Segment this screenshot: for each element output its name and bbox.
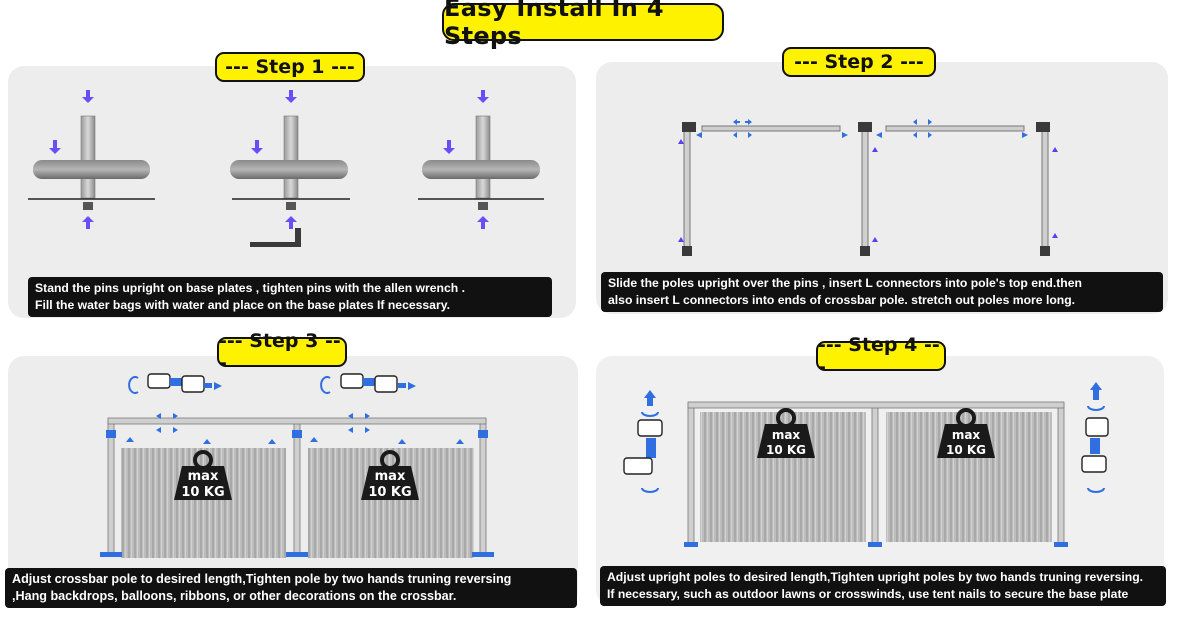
water-bag-icon [230,160,348,179]
weight-kg-text: 10 KG [946,443,986,457]
weight-icon: max 10 KG [757,408,815,458]
rotate-arrow-icon [641,411,659,417]
hand-icon [128,373,222,394]
hand-icon [320,373,416,394]
step-3-caption-line-2: ,Hang backdrops, balloons, ribbons, or o… [12,589,457,603]
down-arrow-icon [82,90,94,103]
weight-kg-text: 10 KG [181,485,224,500]
water-bag-icon [422,160,540,179]
step-2-caption-line-1: Slide the poles upright over the pins , … [608,276,1082,290]
weight-max-text: max [188,469,219,484]
step-1-caption: Stand the pins upright on base plates , … [28,277,552,317]
weight-kg-text: 10 KG [766,443,806,457]
step-1-panel [8,66,576,318]
step-3-panel: max 10 KG max 10 KG [8,356,578,608]
page-title: Easy Install In 4 Steps [442,0,724,50]
backdrop-curtain [308,448,474,558]
step-1-caption-line-2: Fill the water bags with water and place… [35,298,450,312]
weight-icon: max 10 KG [174,450,232,500]
water-bag-icon [33,160,150,179]
down-arrow-icon [443,140,455,154]
pin-assembly-3 [418,90,544,229]
pin-assembly-1 [28,90,155,229]
step-4-caption-line-1: Adjust upright poles to desired length,T… [607,570,1144,584]
step-3-caption: Adjust crossbar pole to desired length,T… [5,568,577,608]
double-arrow-icon [696,119,1028,138]
step-2-caption-line-2: also insert L connectors into ends of cr… [608,293,1076,307]
step-3-caption-line-1: Adjust crossbar pole to desired length,T… [12,572,512,586]
weight-icon: max 10 KG [361,450,419,500]
step-3-illustration: max 10 KG max 10 KG [100,373,494,558]
hand-icon [1081,382,1109,493]
allen-wrench-icon [250,228,301,247]
down-arrow-icon [477,90,489,103]
rotate-arrow-icon [320,376,331,394]
step-1-caption-line-1: Stand the pins upright on base plates , … [35,281,465,295]
up-arrow-icon [285,216,297,229]
pin-assembly-2 [230,90,350,247]
down-arrow-icon [49,140,61,154]
step-3-label: --- Step 3 --- [217,330,347,374]
rotate-arrow-icon [1087,405,1105,411]
step-4-caption-line-2: If necessary, such as outdoor lawns or c… [607,587,1129,601]
step-2-label: --- Step 2 --- [782,47,936,77]
rotate-arrow-icon [641,487,659,493]
weight-max-text: max [375,469,406,484]
weight-icon: max 10 KG [937,408,995,458]
step-4-illustration: max 10 KG max 10 KG [623,382,1109,547]
step-4-caption: Adjust upright poles to desired length,T… [600,566,1166,606]
up-arrow-icon [82,216,94,229]
step-4-label: --- Step 4 --- [816,334,946,378]
up-arrow-icon [477,216,489,229]
step-2-caption: Slide the poles upright over the pins , … [601,272,1163,312]
step-1-label: --- Step 1 --- [215,52,365,82]
rotate-arrow-icon [128,376,139,394]
double-arrow-icon [126,413,464,444]
step-1-illustration [28,90,544,247]
weight-max-text: max [772,428,801,442]
weight-kg-text: 10 KG [368,485,411,500]
up-arrow-icon [1090,382,1102,390]
hand-icon [623,390,663,493]
up-arrow-icon [678,139,1058,242]
backdrop-curtain [121,448,286,558]
rotate-arrow-icon [1087,487,1105,493]
weight-max-text: max [952,428,981,442]
up-arrow-icon [644,390,656,398]
step-4-panel: max 10 KG max 10 KG [596,356,1164,606]
down-arrow-icon [285,90,297,103]
step-2-illustration [678,119,1058,256]
down-arrow-icon [251,140,263,154]
